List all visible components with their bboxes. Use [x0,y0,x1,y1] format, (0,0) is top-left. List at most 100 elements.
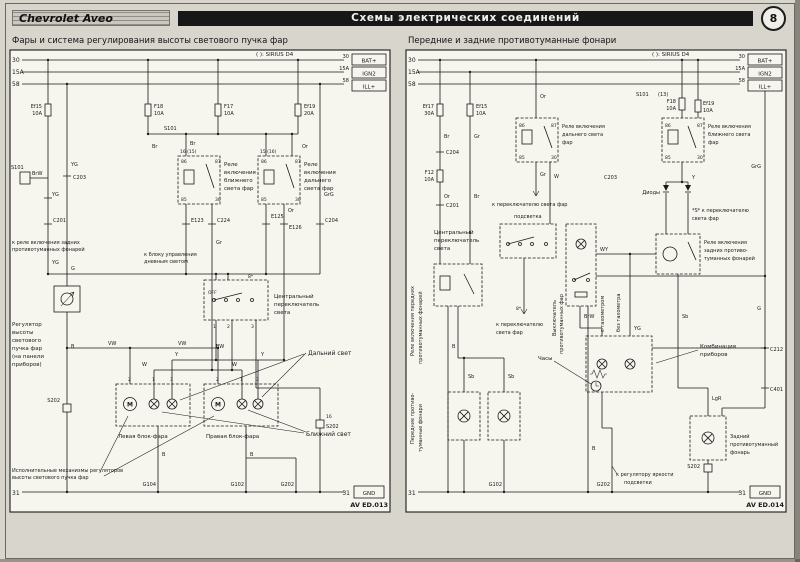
diagram-label: к реле включения задних [12,240,80,246]
diagram-label: 8* [516,306,522,312]
leveling-motor-icon [123,397,137,411]
diagram-label: Sb [508,374,514,380]
diagram-label: 85 [261,197,267,203]
diagram-label: 58 [343,78,349,84]
diagram-label: Реле [224,162,238,168]
diagram-label: 15A [339,66,349,72]
diagram-label: AV ED.014 [746,501,784,509]
diagram-label: 16 (15) [180,149,197,155]
diagram-label: YG [70,162,78,168]
clock-icon [590,380,602,392]
diagram-label: F18 [154,104,163,110]
diagram-label: 31 [12,490,20,497]
diagram-label: Gr [474,134,481,140]
diagram-label: фар [708,140,719,146]
diagram-label: 87 [697,123,703,129]
diagram-label: (13) [658,92,668,98]
diagram-label: (на панели [12,354,44,360]
diagram-label: 86 [665,123,671,129]
diagram-label: C201 [446,203,459,209]
panel-title-left: Фары и система регулирования высоты свет… [12,36,288,46]
diagram-label: Gr [540,172,547,178]
relay-box-low-beam [177,155,221,205]
diagram-label: Br [444,134,450,140]
diagram-label: 31 [408,490,416,497]
diagram-label: противотуманный [730,441,778,448]
diagram-label: 10A [703,108,713,114]
splice-s202-left [62,403,72,413]
diagram-label: ( ): SIRIUS D4 [256,52,294,58]
diagram-label: высоты светового пучка фар [12,475,89,481]
diagram-label: Ef19 [703,101,714,107]
relay-box-rear-fog [655,233,701,275]
diagram-label: Y [260,352,265,358]
page-header: Chevrolet Aveo Схемы электрических соеди… [12,5,786,31]
diagram-label: с тахометром [600,296,606,332]
splice-s202-right [315,419,325,429]
diagram-label: G104 [143,482,156,488]
diagram-label: C224 [217,218,230,224]
diagram-label: 86 [519,123,525,129]
diagram-label: *S* к переключателю [692,208,749,214]
diagram-label: W [554,174,559,180]
diagram-label: 8* [248,274,254,280]
diagram-label: 3 [256,377,259,383]
diagram-label: 2 [227,324,230,330]
diagram-label: 10A [32,111,42,117]
central-light-switch [203,279,269,321]
wires [22,59,344,493]
diagram-label: 10A [154,111,164,117]
diagram-label: BrW [32,171,42,177]
diagram-label: 2 [216,377,219,383]
diagram-label: B [162,452,166,458]
diagram-label: Дальний свет [308,350,352,357]
diagram-label: дальнего [304,178,332,184]
diagram-label: 15 (16) [260,149,277,155]
diagram-label: света [274,310,290,316]
diagram-label: Реле включения [704,240,747,246]
diagram-label: GND [363,491,376,497]
diagram-label: E126 [289,225,302,231]
low-beam-lamp-icon [148,398,160,410]
splice-s202 [703,463,713,473]
diagram-label: G102 [231,482,244,488]
diagram-label: задних противо- [704,248,748,254]
diagram-frame [405,49,787,513]
diagram-label: C203 [73,175,86,181]
diagram-frame [9,49,391,513]
diagram-label: 15A [12,69,25,76]
diagram-label: 30 [739,54,745,60]
diagram-label: C401 [770,387,783,393]
diagram-label: дневным светом [144,259,188,265]
relay-box-low-beam [661,117,705,163]
brand-logo: Chevrolet Aveo [12,10,170,26]
indicator-lamp-icon [575,238,587,250]
diagram-label: C204 [446,150,459,156]
diagram-label: VW [178,341,186,347]
diagram-label: E123 [191,218,204,224]
diagram-label: высоты [12,330,34,336]
diagram-label: S101 [636,92,649,98]
diagram-label: без тахометра [616,294,622,332]
junction-dots [438,58,767,494]
diagram-label: фар [562,140,573,146]
diagram-label: W [142,362,147,368]
diagram-label: E125 [271,214,284,220]
diagram-label: BAT+ [361,59,376,65]
diagram-label: Or [302,144,309,150]
diagram-label: OFF [208,290,217,296]
fog-lamp-icon [701,431,715,445]
diagram-label: переключатель [434,238,479,244]
diagram-label: к переключателю света фар [492,202,567,208]
diagram-label: 30 [215,197,221,203]
diagram-label: S202 [687,464,700,470]
diagram-label: 30 [295,197,301,203]
diagram-label: противотуманных фонарей [417,291,424,364]
diagram-label: F18 [667,99,676,105]
diagram-label: к регулятору яркости [616,472,674,478]
diagram-label: Центральный [274,293,314,300]
